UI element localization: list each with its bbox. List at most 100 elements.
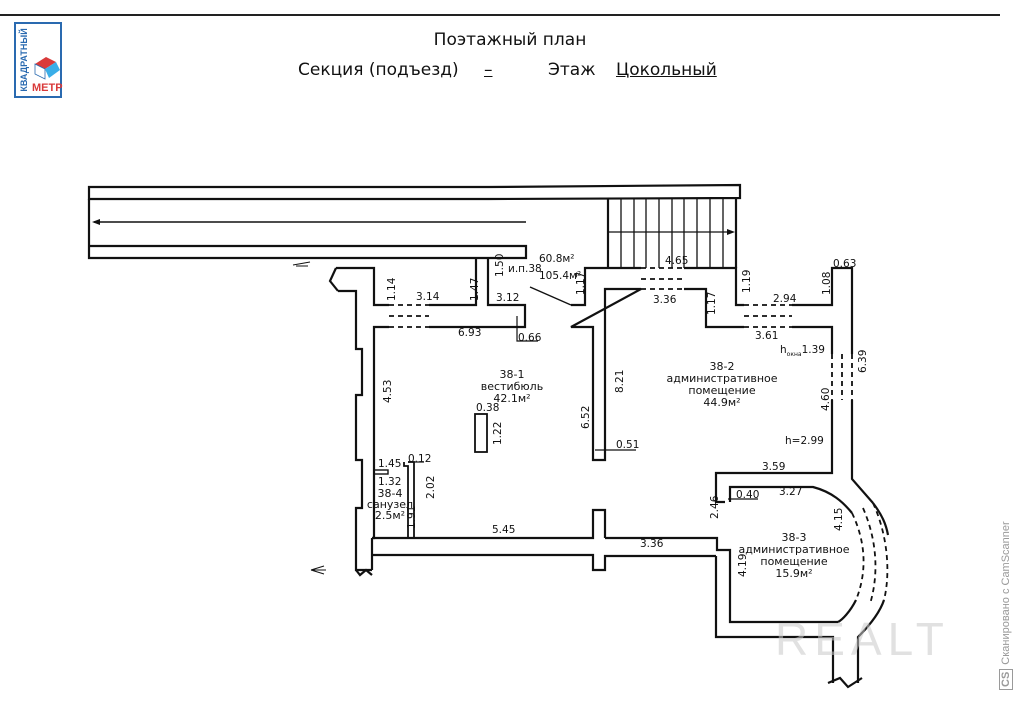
svg-text:38-1: 38-1 xyxy=(500,368,525,381)
total-area-2: 105.4м² xyxy=(539,270,581,282)
dim-1-14: 1.14 xyxy=(386,277,398,301)
wall-38-2-inner xyxy=(714,325,834,504)
svg-text:44.9м²: 44.9м² xyxy=(703,396,740,409)
leader-066 xyxy=(516,316,538,342)
dim-1-22: 1.22 xyxy=(492,422,504,445)
opening-arc-2 xyxy=(862,507,877,605)
opening-left-top xyxy=(389,304,429,328)
top-border-line xyxy=(0,14,1000,16)
dim-3-36b: 3.36 xyxy=(640,538,664,550)
dim-0-51: 0.51 xyxy=(616,439,639,451)
svg-text:2.5м²: 2.5м² xyxy=(375,509,405,522)
left-top-break xyxy=(328,267,339,292)
total-label: и.п.38 xyxy=(508,263,542,275)
dim-1-17b: 1.17 xyxy=(706,292,718,315)
stairs-outline xyxy=(606,199,738,268)
dim-4-53: 4.53 xyxy=(382,380,394,403)
svg-text:15.9м²: 15.9м² xyxy=(775,567,812,580)
window-height: hокна1.39 xyxy=(780,344,825,358)
opening-window-right xyxy=(831,354,853,400)
section-label: Секция (подъезд) xyxy=(298,60,459,80)
dim-1-17a: 1.17 xyxy=(575,272,587,295)
wall-38-3-bottom xyxy=(605,536,838,624)
dim-6-39: 6.39 xyxy=(857,350,869,373)
dim-5-45: 5.45 xyxy=(492,524,515,536)
dim-0-38: 0.38 xyxy=(476,402,499,414)
floor-label: Этаж xyxy=(548,60,596,80)
dim-4-15: 4.15 xyxy=(833,508,845,531)
room-38-2-label: 38-2 административное помещение 44.9м² xyxy=(666,360,777,409)
logo-metr-text: МЕТР xyxy=(32,82,63,94)
room-38-1-label: 38-1 вестибюль 42.1м² xyxy=(481,368,543,405)
left-bottom-break xyxy=(355,568,373,577)
page-title: Поэтажный план xyxy=(433,30,587,50)
column xyxy=(474,413,488,453)
stair-treads xyxy=(620,199,724,268)
cube-icon xyxy=(34,57,60,80)
dim-1-08: 1.08 xyxy=(821,272,833,295)
svg-text:38-3: 38-3 xyxy=(782,531,807,544)
svg-text:санузел: санузел xyxy=(367,498,413,511)
ramp-arrow-head xyxy=(92,219,100,225)
total-area-1: 60.8м² xyxy=(539,253,575,265)
dim-3-61: 3.61 xyxy=(755,330,778,342)
dim-1-50: 1.50 xyxy=(494,254,506,277)
wall-38-3-top xyxy=(728,485,853,514)
dim-3-12: 3.12 xyxy=(496,292,519,304)
svg-text:42.1м²: 42.1м² xyxy=(493,392,530,405)
dim-3-59: 3.59 xyxy=(762,461,785,473)
svg-text:административное: административное xyxy=(738,543,849,556)
north-marks xyxy=(292,261,326,575)
room-38-4-label: 38-4 санузел 2.5м² xyxy=(367,487,413,522)
ceiling-height: h=2.99 xyxy=(785,435,824,447)
svg-text:вестибюль: вестибюль xyxy=(481,380,543,393)
bottom-wall-outer xyxy=(372,553,716,572)
opening-arc-3 xyxy=(872,502,889,601)
dim-1-47: 1.47 xyxy=(469,278,481,301)
camscanner-note: CSСканировано с CamScanner xyxy=(999,521,1013,690)
dim-3-36a: 3.36 xyxy=(653,294,677,306)
dim-2-02: 2.02 xyxy=(425,476,437,499)
dim-3-27: 3.27 xyxy=(779,486,802,498)
dim-0-12: 0.12 xyxy=(408,453,431,465)
dim-8-21: 8.21 xyxy=(614,370,626,393)
wall-38-3-outer-top xyxy=(872,502,890,536)
dim-2-46: 2.46 xyxy=(709,495,721,519)
wall-38-1-top-a xyxy=(429,258,478,307)
opening-right xyxy=(744,304,792,328)
dim-3-14: 3.14 xyxy=(416,291,440,303)
dim-6-93: 6.93 xyxy=(458,327,481,339)
kvadratny-metr-logo: КВАДРАТНЫЙ МЕТР xyxy=(14,22,63,98)
svg-text:38-2: 38-2 xyxy=(710,360,735,373)
svg-text:помещение: помещение xyxy=(760,555,827,568)
svg-text:помещение: помещение xyxy=(688,384,755,397)
bottom-wall-inner xyxy=(372,508,607,540)
floor-value: Цокольный xyxy=(616,60,717,80)
camscanner-badge: CS xyxy=(999,668,1013,690)
dim-1-32: 1.32 xyxy=(378,476,401,488)
dim-0-66: 0.66 xyxy=(518,332,542,344)
dim-1-45: 1.45 xyxy=(378,458,401,470)
dim-4-19: 4.19 xyxy=(737,554,749,577)
ramp-lower xyxy=(87,199,528,260)
opening-stairs xyxy=(641,267,684,290)
dim-6-52: 6.52 xyxy=(580,406,592,429)
wall-38-1-top-b xyxy=(429,258,527,329)
section-value: – xyxy=(484,60,493,80)
wall-38-2-right xyxy=(792,266,874,504)
svg-text:административное: административное xyxy=(666,372,777,385)
central-wall xyxy=(570,266,744,462)
ramp-outline xyxy=(87,183,742,201)
dim-1-19: 1.19 xyxy=(741,270,753,293)
room-38-3-label: 38-3 административное помещение 15.9м² xyxy=(738,531,849,580)
realt-watermark: REALT xyxy=(775,613,950,665)
dim-4-65: 4.65 xyxy=(665,255,688,267)
door-openings xyxy=(389,267,889,605)
opening-arc-1 xyxy=(851,512,865,601)
dim-1-91: 1.91 xyxy=(406,506,418,529)
bottom-right-break xyxy=(827,676,863,689)
dim-0-63: 0.63 xyxy=(833,258,856,270)
area-leader xyxy=(529,286,572,306)
wall-38-3-arc-inner xyxy=(837,599,857,623)
